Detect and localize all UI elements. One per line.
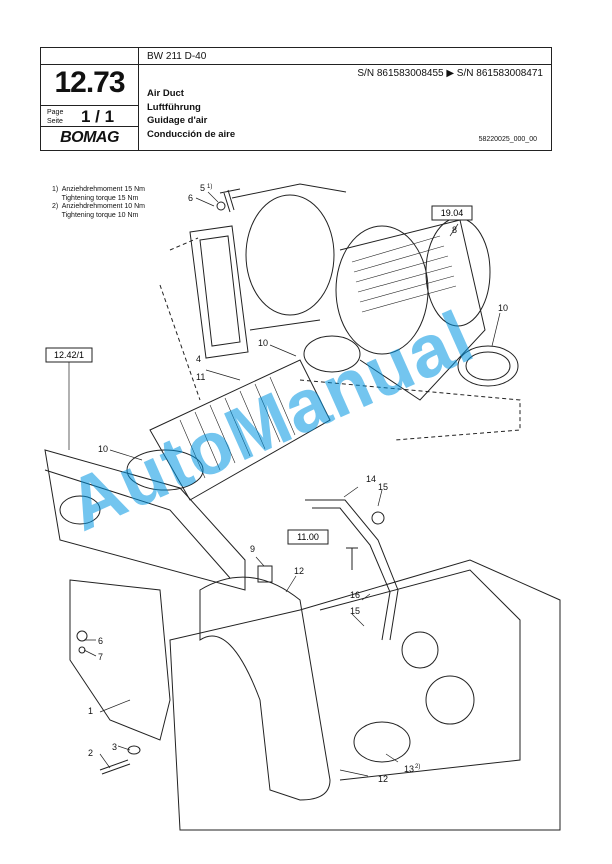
screw-5: [219, 188, 241, 213]
callout: 14: [366, 474, 376, 484]
callout: 10: [98, 444, 108, 454]
ref-box-label: 11.00: [297, 532, 319, 542]
engine-detail: [319, 569, 521, 781]
title-fr: Guidage d'air: [147, 115, 208, 126]
header-blank-cell: [41, 48, 138, 65]
corrugated-hose: [149, 359, 331, 501]
note-line: 2) Anziehdrehmoment 10 Nm: [52, 203, 145, 210]
title-de: Luftführung: [147, 101, 201, 113]
intake-housing: [231, 183, 347, 331]
title-en: Air Duct: [147, 88, 184, 99]
callout: 11: [196, 372, 205, 382]
callout: 10: [258, 338, 268, 348]
callout: 6: [188, 193, 193, 203]
callout: 6: [98, 636, 103, 646]
ref-box-label: 19.04: [441, 208, 464, 218]
callout: 8: [452, 225, 457, 235]
filter-body: [339, 219, 486, 401]
divider: [138, 64, 551, 65]
plug-9: [257, 565, 273, 583]
nut-6: [76, 630, 88, 642]
bolt-11-00: [346, 547, 358, 570]
engine-pulley: [401, 631, 439, 669]
torque-notes: 1) Anziehdrehmoment 15 Nm Tightening tor…: [52, 186, 145, 220]
assembly-guide: [159, 237, 521, 441]
plate-1: [69, 579, 171, 741]
title-es: Conducción de aire: [147, 128, 236, 140]
callout: 12: [378, 774, 388, 784]
callout: 7: [98, 652, 103, 662]
washer-7: [78, 646, 86, 654]
hose-clamp-13: [353, 721, 411, 763]
header-table: 12.73 Page Seite 1 / 1 BOMAG BW 211 D-40…: [40, 47, 552, 151]
charge-pipe-12: [199, 576, 331, 801]
page-count: 1 / 1: [81, 107, 115, 126]
callout: 4: [196, 354, 201, 364]
turbo-housing: [425, 675, 475, 725]
intake-ring: [245, 194, 335, 316]
page-number: 12.73: [54, 66, 125, 99]
flange-bracket-inner: [199, 235, 241, 347]
hose-clamp: [303, 335, 361, 373]
note-line: 1) Anziehdrehmoment 15 Nm: [52, 186, 145, 193]
callout: 10: [498, 303, 508, 313]
page-label: Page Seite: [47, 109, 64, 125]
callout: 1: [88, 706, 93, 716]
washer-3: [127, 745, 141, 755]
divider: [41, 105, 138, 106]
breather-hose-14-inner: [312, 507, 391, 641]
machine-model: BW 211 D-40: [147, 51, 207, 62]
callout: 3: [112, 742, 117, 752]
callout: 15: [350, 606, 360, 616]
frame-rail: [44, 449, 246, 591]
ref-box: [287, 529, 329, 545]
serial-range: S/N 861583008455 ▶ S/N 861583008471: [357, 68, 543, 79]
divider: [41, 126, 138, 127]
breather-hose-14: [305, 499, 399, 641]
note-line: Tightening torque 15 Nm: [52, 194, 139, 202]
frame-edge: [44, 469, 231, 579]
outlet-pipe-inner: [465, 351, 511, 381]
document-number: 58220025_000_00: [478, 136, 537, 143]
ref-box-label: 12.42/1: [54, 350, 84, 360]
callout: 16: [350, 590, 360, 600]
note-line: Tightening torque 10 Nm: [52, 211, 139, 219]
callout: 5: [200, 183, 205, 193]
callout: 2: [88, 748, 93, 758]
outlet-pipe: [457, 345, 519, 387]
frame-hole: [59, 495, 101, 525]
page-id-column: 12.73 Page Seite 1 / 1 BOMAG: [41, 48, 139, 150]
ref-box: [431, 205, 473, 221]
clamp-15: [371, 511, 385, 525]
callout: 2): [415, 764, 420, 770]
callout: 1): [207, 184, 212, 190]
callout: 13: [404, 764, 414, 774]
engine-block: [169, 559, 561, 831]
callout: 9: [250, 544, 255, 554]
hose-clamp-10: [126, 449, 204, 491]
exploded-parts-diagram: 19.04 12.42/1 11.00 5 1) 6 8 10 4 10 11 …: [44, 183, 561, 831]
bolt-2: [99, 759, 131, 775]
hose-corrugations: [179, 376, 296, 479]
bomag-logo: BOMAG: [60, 129, 119, 146]
flange-bracket: [189, 225, 249, 359]
callout: 12: [294, 566, 304, 576]
callout: 15: [378, 482, 388, 492]
leader-lines: [83, 191, 501, 777]
washer-6: [216, 201, 226, 211]
filter-ribs: [351, 235, 457, 313]
section-titles: Air Duct Luftführung Guidage d'air Condu…: [147, 87, 235, 141]
